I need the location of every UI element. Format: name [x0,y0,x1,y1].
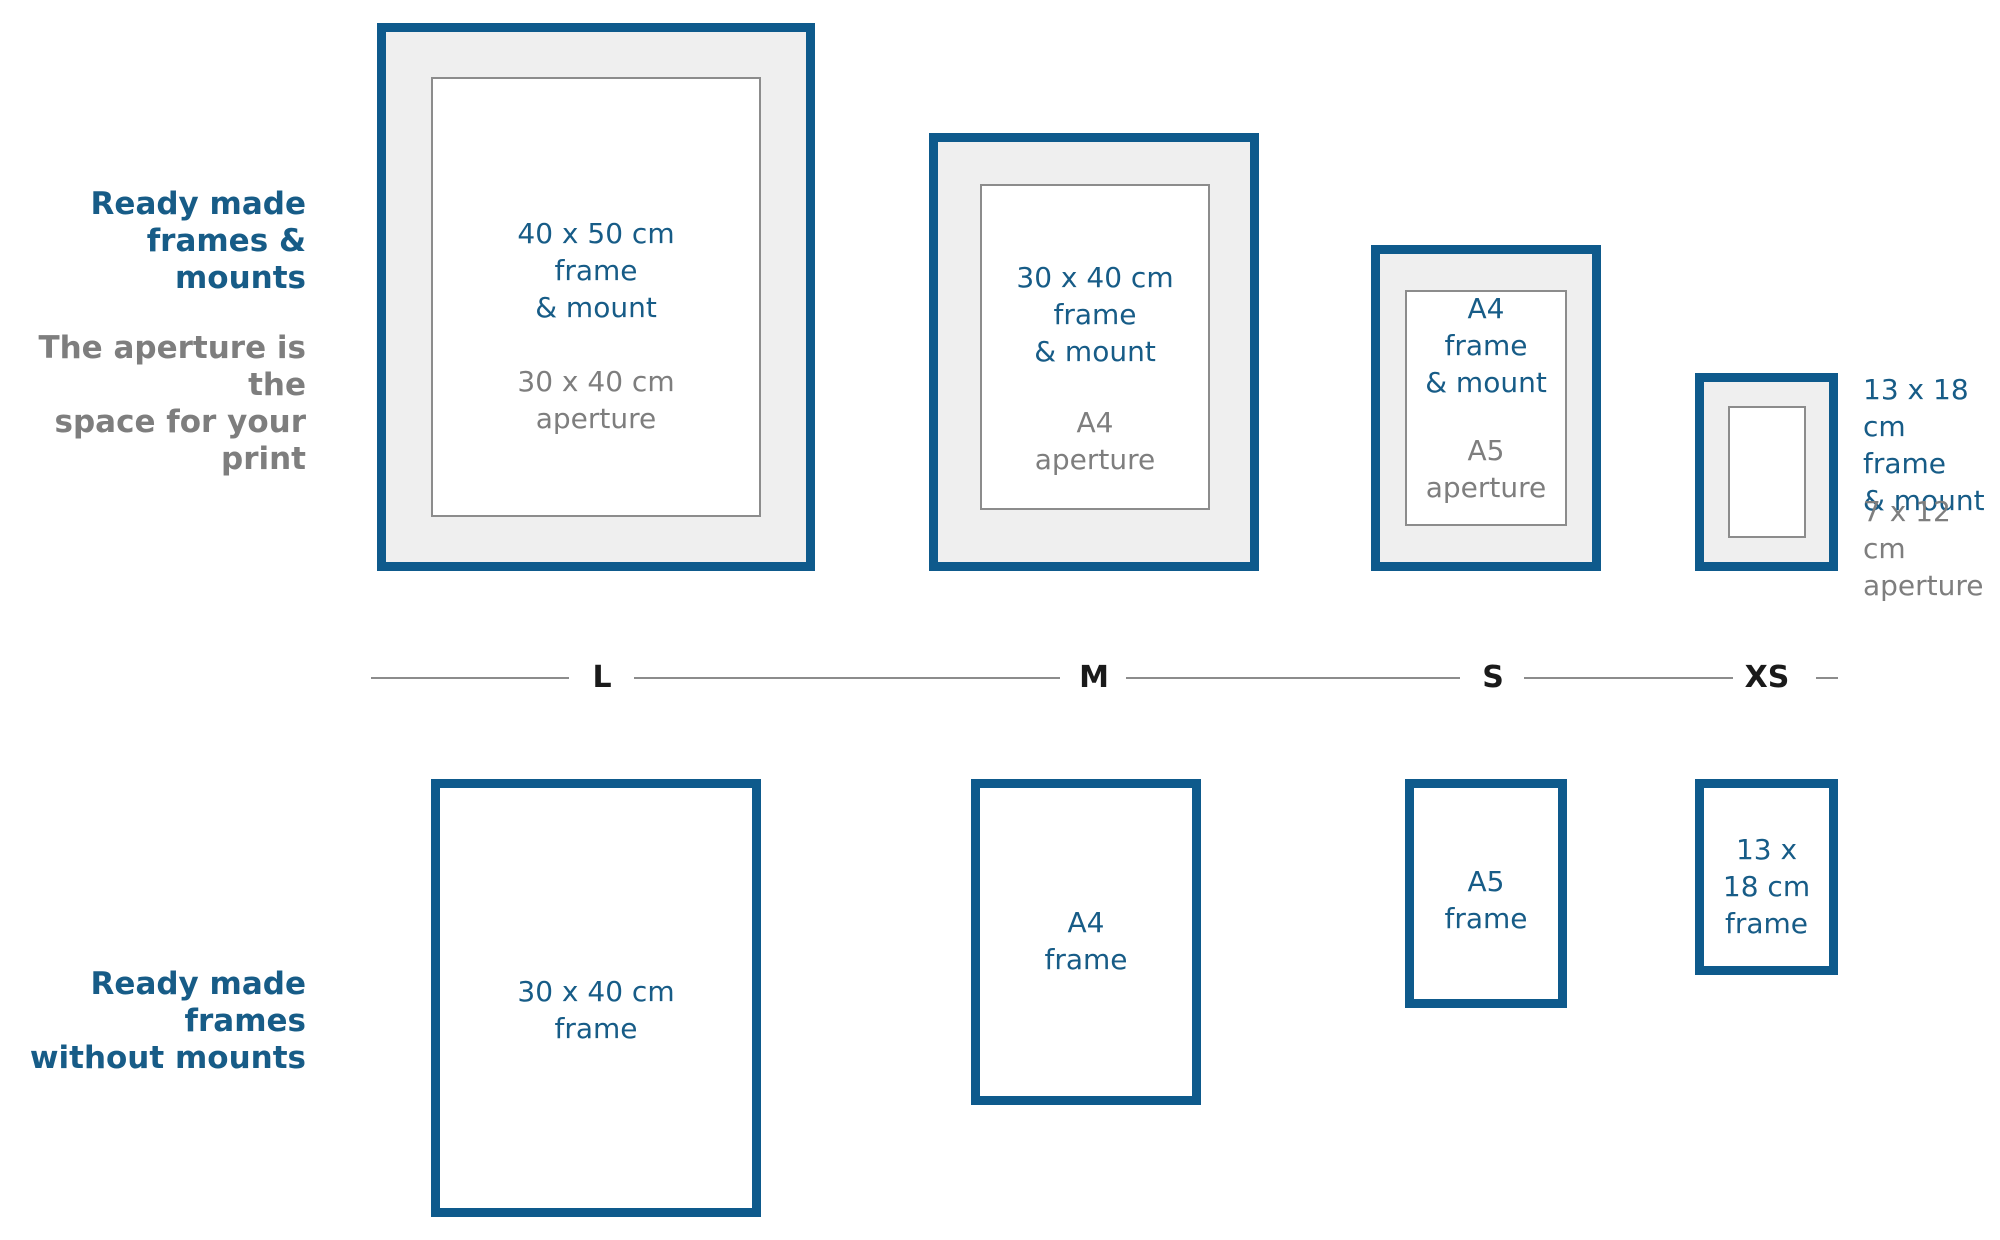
frame-size-label: A4 frame [1044,906,1128,976]
aperture-size-label: A5 aperture [1425,434,1547,504]
frame-s-mounted: A4 frame & mount A5 aperture [1371,245,1601,571]
scale-line [1816,677,1838,679]
frame-l-mounted: 40 x 50 cm frame & mount 30 x 40 cm aper… [377,23,815,571]
frame-xs-mounted [1695,373,1838,571]
frame-xs-aperture-label: 7 x 12 cm aperture [1863,495,1984,602]
scale-line [1126,677,1460,679]
frame-size-label: A5 frame [1444,865,1528,935]
frame-size-label: 40 x 50 cm frame & mount [517,217,675,324]
frame-size-label: A4 frame & mount [1425,292,1547,399]
mount-aperture [1728,406,1806,538]
size-label-l: L [592,660,612,695]
size-label-s: S [1482,660,1504,695]
frame-m-mounted: 30 x 40 cm frame & mount A4 aperture [929,133,1259,571]
frame-xs-size-label: 13 x 18 cm frame & mount [1863,373,1985,517]
frame-size-label: 30 x 40 cm frame [517,975,675,1045]
frame-size-label: 13 x 18 cm frame [1722,833,1811,940]
scale-line [371,677,569,679]
frame-m-plain: A4 frame [971,779,1201,1105]
aperture-size-label: A4 aperture [1034,406,1156,476]
mount-aperture: 40 x 50 cm frame & mount 30 x 40 cm aper… [431,77,761,517]
mount-aperture: 30 x 40 cm frame & mount A4 aperture [980,184,1210,510]
scale-line [634,677,1060,679]
mounted-frames-heading: Ready made frames & mounts [90,186,306,296]
scale-line [1524,677,1733,679]
size-label-m: M [1079,660,1109,695]
frame-size-label: 30 x 40 cm frame & mount [1016,261,1174,368]
unmounted-frames-heading: Ready made frames without mounts [29,966,306,1076]
size-label-xs: XS [1744,660,1790,695]
aperture-note: The aperture is the space for your print [38,330,306,477]
frame-s-plain: A5 frame [1405,779,1567,1008]
frame-l-plain: 30 x 40 cm frame [431,779,761,1217]
aperture-size-label: 30 x 40 cm aperture [517,365,675,435]
frame-xs-plain: 13 x 18 cm frame [1695,779,1838,975]
mount-aperture: A4 frame & mount A5 aperture [1405,290,1567,526]
